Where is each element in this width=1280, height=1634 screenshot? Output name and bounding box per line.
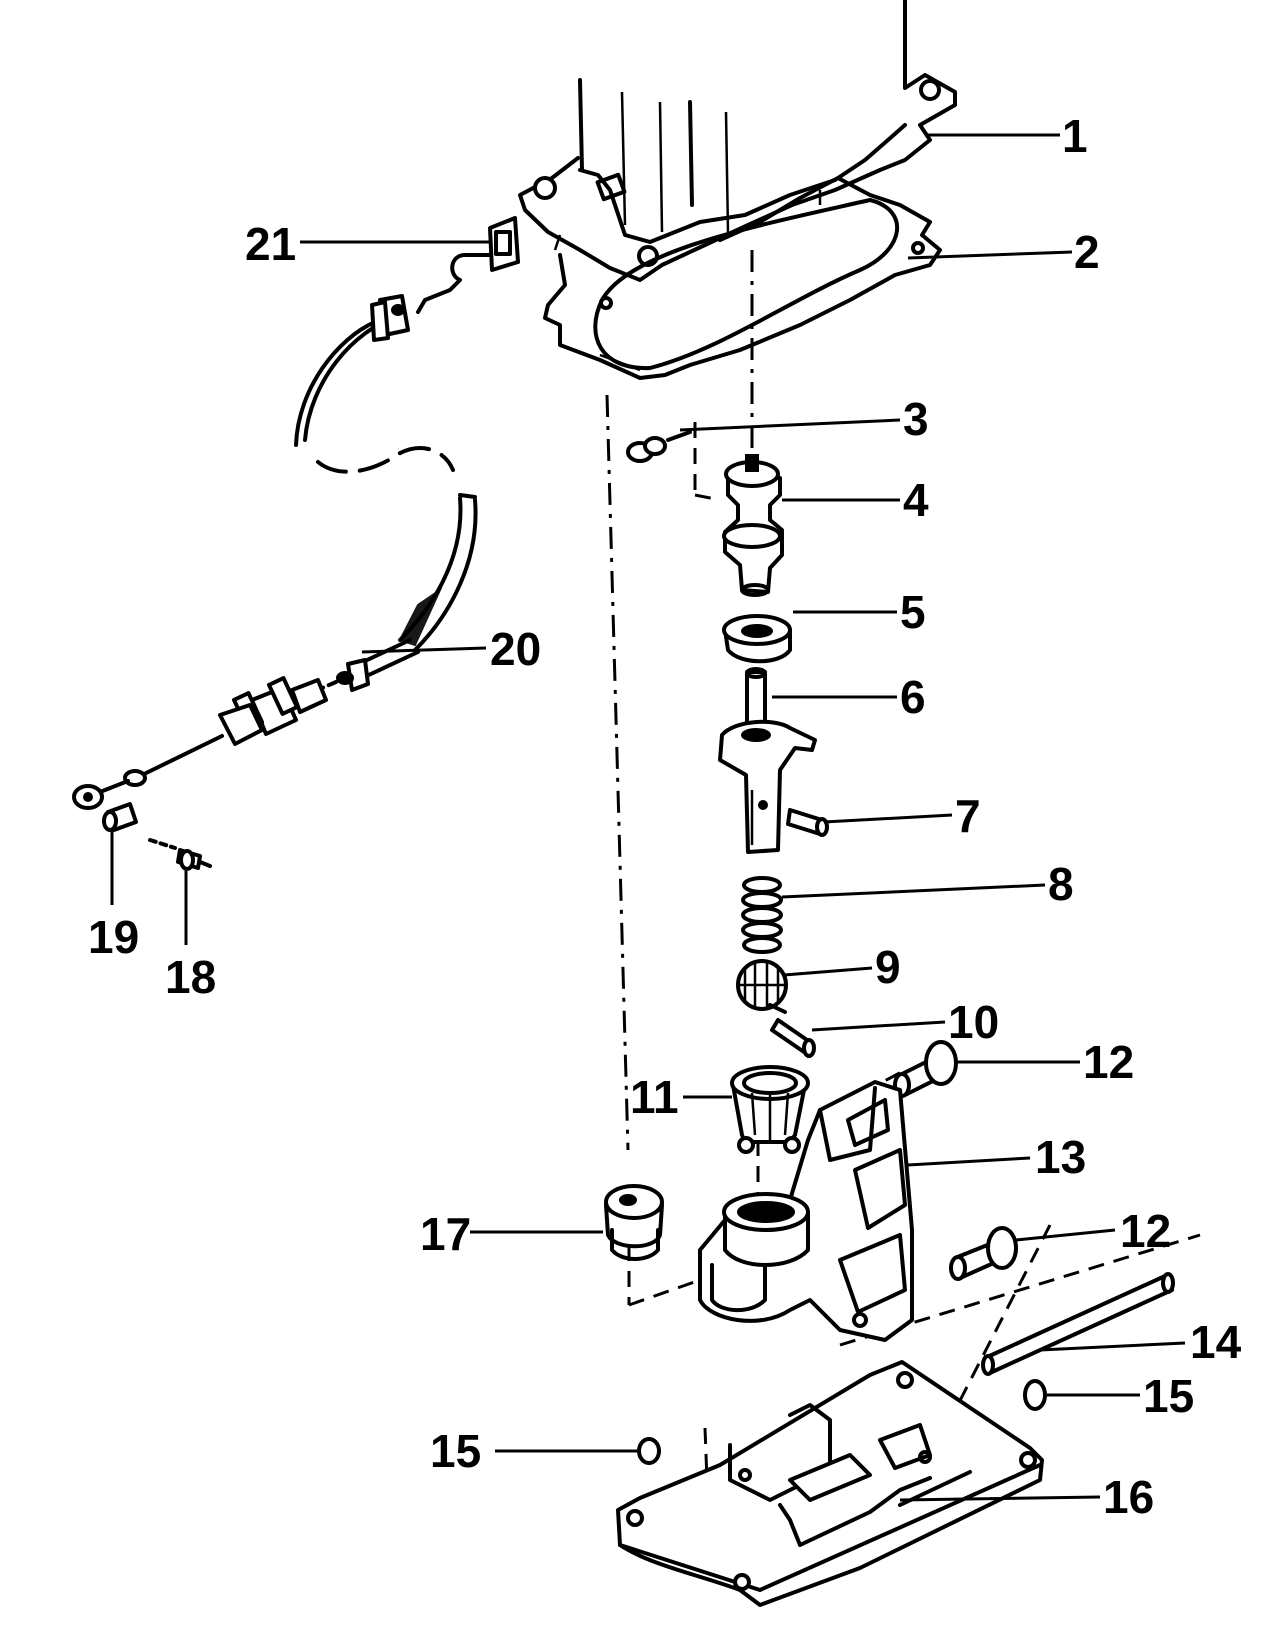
callout-12-upper: 12 [1083, 1036, 1134, 1088]
callout-14: 14 [1190, 1316, 1242, 1368]
part-9-ball-bushing [736, 959, 788, 1014]
part-2-gasket [543, 176, 942, 380]
part-10-pin [770, 1018, 816, 1058]
part-18-pin [148, 838, 212, 871]
callout-21: 21 [245, 218, 296, 270]
callout-1: 1 [1062, 110, 1088, 162]
part-4-shift-boss [722, 454, 784, 597]
callout-10: 10 [948, 996, 999, 1048]
part-12-upper-bushing [893, 1040, 958, 1098]
callout-13: 13 [1035, 1131, 1086, 1183]
callout-15-left: 15 [430, 1425, 481, 1477]
callout-6: 6 [900, 671, 926, 723]
part-17-grommet [604, 1184, 664, 1261]
callout-16: 16 [1103, 1471, 1154, 1523]
part-11-cup-bushing [730, 1065, 810, 1154]
part-13-shift-bracket [698, 1080, 914, 1342]
leader-lines [110, 133, 1186, 1502]
callout-3: 3 [903, 393, 929, 445]
callout-15-right: 15 [1143, 1370, 1194, 1422]
part-1-upper-housing [518, 0, 957, 282]
callout-2: 2 [1074, 226, 1100, 278]
part-15-washer-right [1023, 1379, 1047, 1411]
part-3-pin [626, 430, 692, 463]
callout-5: 5 [900, 586, 926, 638]
part-7-pin [786, 808, 829, 837]
callout-19: 19 [88, 911, 139, 963]
part-16-base-plate [616, 1360, 1044, 1607]
part-19-bushing [102, 802, 138, 832]
part-15-washer-left [637, 1437, 661, 1465]
part-20-shift-cable [72, 316, 478, 810]
callout-7: 7 [955, 790, 981, 842]
part-14-rod [981, 1272, 1175, 1376]
callout-17: 17 [420, 1208, 471, 1260]
part-6-shift-shaft [718, 667, 817, 854]
part-12-lower-bushing [949, 1226, 1018, 1281]
callout-20: 20 [490, 623, 541, 675]
callout-9: 9 [875, 941, 901, 993]
callout-labels: 1 2 3 4 5 6 7 8 9 10 11 12 13 12 14 15 1… [88, 110, 1242, 1523]
callout-4: 4 [903, 474, 929, 526]
callout-11: 11 [630, 1071, 679, 1123]
part-21-clip [370, 216, 520, 342]
callout-18: 18 [165, 951, 216, 1003]
part-5-seal-ring [722, 614, 792, 664]
callout-12-lower: 12 [1120, 1205, 1171, 1257]
callout-8: 8 [1048, 858, 1074, 910]
part-8-spring [741, 876, 783, 954]
